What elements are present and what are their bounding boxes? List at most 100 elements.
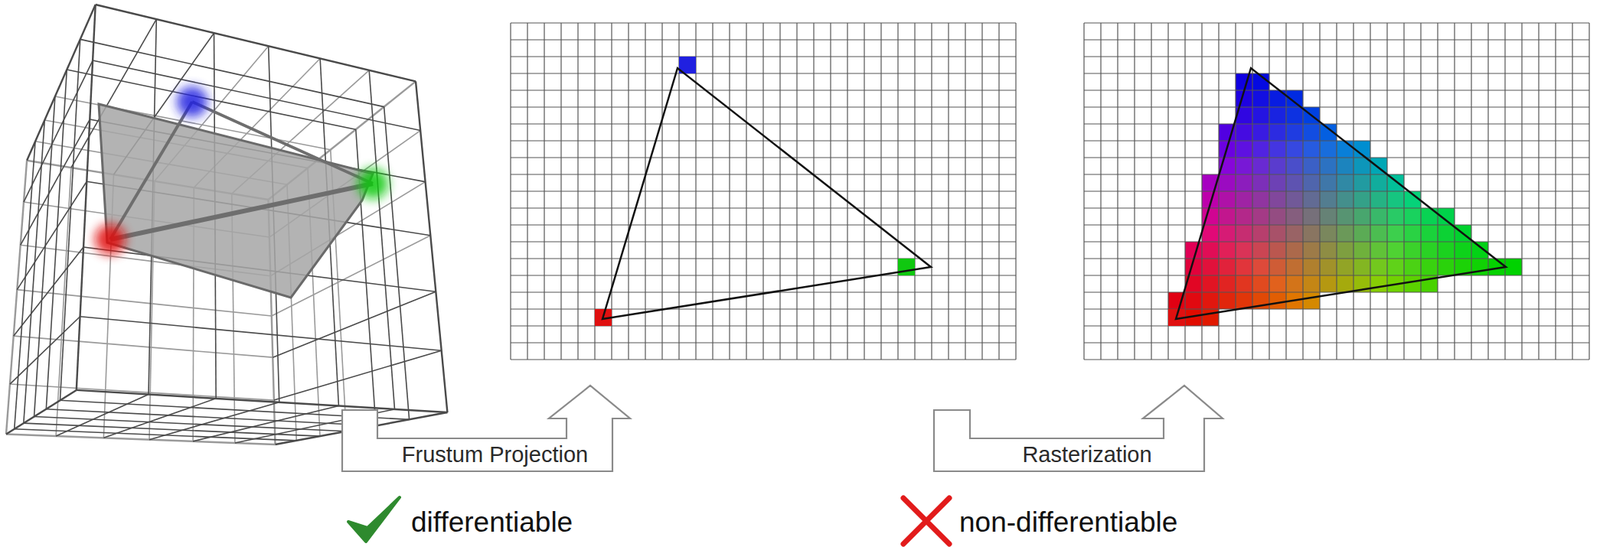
- raster-pixel: [1353, 208, 1371, 226]
- grid-line: [1084, 224, 1590, 226]
- raster-pixel: [1387, 258, 1405, 276]
- raster-pixel: [1252, 157, 1270, 175]
- grid-line: [1084, 190, 1590, 192]
- raster-pixel: [1286, 157, 1303, 175]
- voxel-cube: [6, 4, 448, 445]
- raster-pixel: [1302, 140, 1320, 158]
- raster-pixel: [1252, 140, 1270, 158]
- block-arrow: Rasterization: [933, 385, 1223, 472]
- raster-pixel: [1437, 225, 1455, 242]
- raster-pixel: [1269, 107, 1287, 125]
- grid-line: [1084, 106, 1590, 108]
- raster-pixel: [1286, 174, 1303, 192]
- cube-grid-line: [76, 390, 448, 413]
- grid-line: [1084, 359, 1590, 360]
- grid-line: [1084, 72, 1590, 74]
- raster-pixel: [1302, 208, 1320, 226]
- raster-pixel: [1252, 107, 1270, 125]
- grid-line: [510, 359, 1016, 360]
- raster-pixel: [1269, 191, 1287, 209]
- raster-pixel: [1387, 191, 1405, 209]
- raster-pixel: [1235, 225, 1253, 242]
- status-label: non-differentiable: [959, 506, 1178, 540]
- vertex-blob: [176, 86, 208, 118]
- raster-pixel: [1218, 225, 1236, 242]
- grid-line: [510, 241, 1016, 242]
- raster-pixel: [1218, 275, 1236, 293]
- raster-pixel: [1370, 258, 1388, 276]
- raster-pixel: [1387, 208, 1405, 226]
- raster-pixel: [1353, 191, 1371, 209]
- raster-pixel: [1252, 225, 1270, 242]
- raster-pixel: [1269, 275, 1287, 293]
- raster-pixel: [1201, 275, 1219, 293]
- raster-pixel: [1286, 225, 1303, 242]
- raster-pixel: [1319, 258, 1337, 276]
- cube-grid-line: [274, 350, 442, 401]
- grid-line: [1084, 325, 1590, 327]
- grid-line: [1084, 156, 1590, 158]
- raster-pixel: [1353, 225, 1371, 242]
- raster-pixel: [1302, 292, 1320, 310]
- raster-pixel: [1252, 208, 1270, 226]
- raster-pixel: [1387, 225, 1405, 242]
- vertex-pixel: [897, 258, 915, 276]
- triangle-outline: [1175, 68, 1506, 320]
- cube-grid-line: [34, 96, 56, 418]
- cube-grid-line: [76, 4, 96, 391]
- block-arrow-shape: [933, 385, 1223, 472]
- grid-line: [1084, 22, 1590, 23]
- cube-grid-line: [45, 69, 67, 410]
- raster-pixel: [1286, 107, 1303, 125]
- raster-pixel: [1336, 225, 1354, 242]
- raster-pixel: [1404, 208, 1421, 226]
- raster-pixel: [1319, 174, 1337, 192]
- raster-pixel: [1269, 124, 1287, 141]
- raster-pixel: [1235, 258, 1253, 276]
- triangle-outline: [602, 68, 931, 320]
- cube-grid-line: [415, 81, 448, 413]
- vertex-blob: [94, 224, 126, 255]
- raster-pixel: [1286, 275, 1303, 293]
- raster-pixel: [1404, 241, 1421, 259]
- grid-line: [1084, 274, 1590, 276]
- cross-mark: [903, 498, 950, 545]
- raster-pixel: [1420, 258, 1438, 276]
- grid-line: [510, 39, 1016, 40]
- cube-grid-line: [9, 316, 81, 385]
- grid-line: [510, 123, 1016, 125]
- raster-pixel: [1235, 191, 1253, 209]
- raster-pixel: [1185, 292, 1202, 310]
- raster-pixel: [1370, 225, 1388, 242]
- grid-line: [510, 342, 1016, 343]
- step-label: Rasterization: [1022, 442, 1152, 468]
- raster-pixel: [1269, 258, 1287, 276]
- raster-pixel: [1404, 275, 1421, 293]
- grid-line: [1084, 308, 1590, 310]
- grid-line: [1084, 39, 1590, 40]
- raster-pixel: [1336, 258, 1354, 276]
- raster-pixel: [1235, 241, 1253, 259]
- raster-pixel: [1269, 140, 1287, 158]
- raster-pixel: [1218, 241, 1236, 259]
- check-mark: [348, 497, 400, 543]
- grid-line: [510, 72, 1016, 74]
- raster-pixel: [1201, 309, 1219, 327]
- block-arrow-shape: [342, 385, 631, 472]
- raster-pixel: [1286, 241, 1303, 259]
- grid-line: [510, 22, 1016, 23]
- raster-pixel: [1336, 157, 1354, 175]
- raster-pixel: [1286, 124, 1303, 141]
- grid-line: [510, 308, 1016, 310]
- cube-grid-line: [80, 39, 385, 107]
- raster-pixel: [1302, 191, 1320, 209]
- raster-pixel: [1302, 124, 1320, 141]
- cube-grid-line: [16, 181, 87, 290]
- raster-pixel: [1302, 174, 1320, 192]
- raster-pixel: [1218, 292, 1236, 310]
- raster-pixel: [1269, 241, 1287, 259]
- status-label: differentiable: [411, 506, 573, 540]
- triangle-edge: [110, 101, 193, 240]
